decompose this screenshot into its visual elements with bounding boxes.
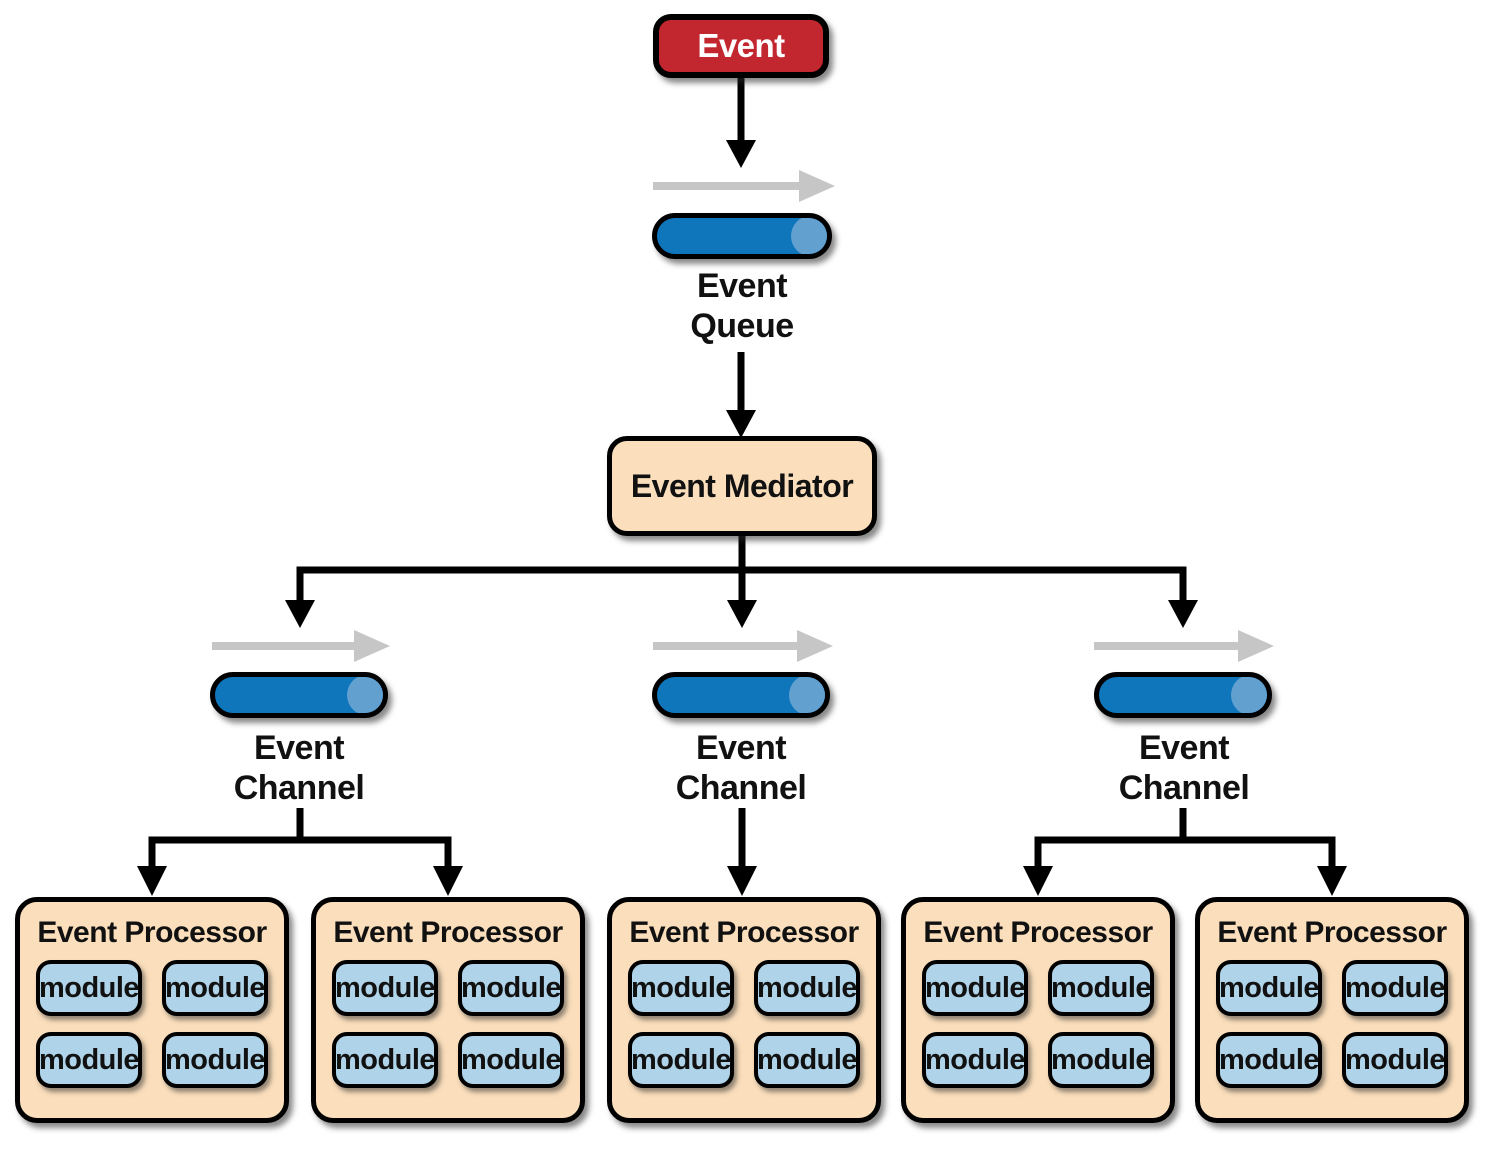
module-box: module [754,960,860,1016]
cylinder-endcap [1231,677,1267,713]
event-queue-label-line1: Event [696,267,788,305]
event-channel-3-label-line2: Channel [1118,769,1250,807]
module-grid: module module module module [332,960,564,1088]
event-processor-3: Event Processor module module module mod… [607,897,881,1123]
module-box: module [162,1032,268,1088]
cylinder-endcap [789,677,825,713]
module-box: module [36,960,142,1016]
module-grid: module module module module [1216,960,1448,1088]
event-channel-2-label-line1: Event [695,729,787,767]
cylinder-endcap [347,677,383,713]
event-processor-1: Event Processor module module module mod… [15,897,289,1123]
event-processor-5-title: Event Processor [1217,916,1447,949]
event-queue-label-line2: Queue [690,307,794,345]
module-grid: module module module module [36,960,268,1088]
module-box: module [1048,960,1154,1016]
module-box: module [1216,1032,1322,1088]
module-box: module [1342,960,1448,1016]
event-channel-1-label-line1: Event [253,729,345,767]
event-channel-3-label-line1: Event [1138,729,1230,767]
event-processor-2: Event Processor module module module mod… [311,897,585,1123]
module-grid: module module module module [628,960,860,1088]
event-channel-3-cylinder [1094,672,1272,718]
module-box: module [1048,1032,1154,1088]
event-processor-2-title: Event Processor [333,916,563,949]
event-channel-2-cylinder [652,672,830,718]
module-box: module [922,1032,1028,1088]
event-processor-3-title: Event Processor [629,916,859,949]
event-channel-1-cylinder [210,672,388,718]
module-grid: module module module module [922,960,1154,1088]
module-box: module [1342,1032,1448,1088]
event-queue-label: Event Queue [632,266,852,346]
module-box: module [628,960,734,1016]
event-channel-2-label: Event Channel [631,728,851,808]
module-box: module [332,960,438,1016]
module-box: module [628,1032,734,1088]
module-box: module [36,1032,142,1088]
module-box: module [332,1032,438,1088]
event-processor-1-title: Event Processor [37,916,267,949]
event-queue-cylinder [652,213,832,259]
event-channel-3-label: Event Channel [1074,728,1294,808]
event-channel-1-label-line2: Channel [233,769,365,807]
event-processor-4: Event Processor module module module mod… [901,897,1175,1123]
event-label: Event [697,27,785,64]
cylinder-endcap [791,218,827,254]
module-box: module [458,1032,564,1088]
event-mediator-label: Event Mediator [630,467,854,504]
module-box: module [1216,960,1322,1016]
event-node: Event [653,14,829,78]
event-channel-1-label: Event Channel [189,728,409,808]
event-processor-4-title: Event Processor [923,916,1153,949]
event-channel-2-label-line2: Channel [675,769,807,807]
module-box: module [162,960,268,1016]
event-mediator-node: Event Mediator [607,436,877,536]
event-processor-5: Event Processor module module module mod… [1195,897,1469,1123]
module-box: module [754,1032,860,1088]
module-box: module [922,960,1028,1016]
module-box: module [458,960,564,1016]
